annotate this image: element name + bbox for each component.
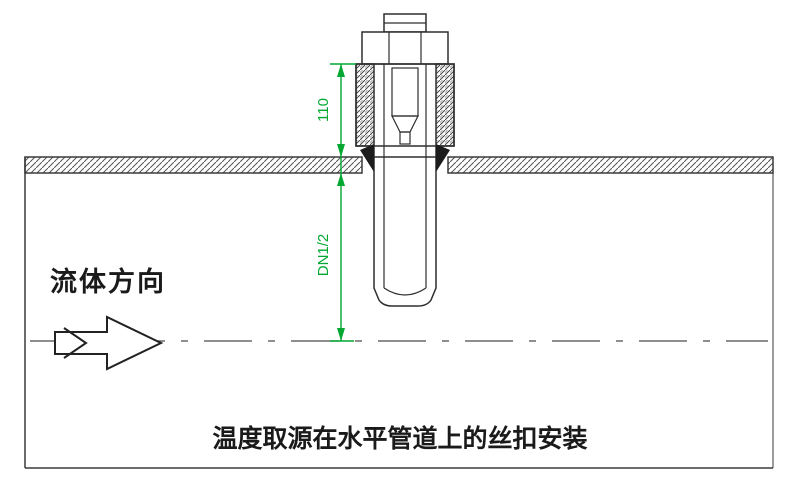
flow-arrow-chevron [63, 327, 88, 359]
gland-outline [355, 63, 455, 147]
arrowhead-up-wall [337, 173, 345, 186]
pipe [24, 156, 774, 469]
dimension-labels: 110 DN1/2 [315, 98, 332, 276]
dimension-arrowheads [337, 64, 345, 341]
sensor-stem [391, 67, 419, 117]
thermowell [355, 13, 455, 307]
seal-wedge-right [436, 144, 450, 172]
dimension-label-110: 110 [315, 98, 332, 122]
arrowhead-down-center [337, 328, 345, 341]
thermowell-tube [373, 156, 437, 307]
pipe-top-wall-left [24, 156, 363, 174]
dimension-label-dn12: DN1/2 [315, 234, 332, 277]
tube-inner-tip-arc [383, 287, 427, 296]
sensor-stem-taper [391, 115, 419, 133]
flow-direction-label: 流体方向 [50, 266, 166, 297]
sensor-stem-tip [399, 131, 411, 145]
thermowell-hex-head [361, 31, 449, 65]
caption: 温度取源在水平管道上的丝扣安装 [212, 424, 587, 453]
gland-wall-right [435, 63, 455, 147]
dimension-lines [330, 63, 356, 342]
pipe-top-wall-right [447, 156, 774, 174]
gland-wall-left [355, 63, 375, 147]
seal-wedges [360, 144, 450, 172]
arrowhead-down-wall [337, 144, 345, 157]
flow-arrow-outline [54, 315, 164, 371]
arrowhead-up-top [337, 64, 345, 77]
flow-arrow-icon [54, 315, 164, 371]
seal-wedge-left [360, 144, 374, 172]
